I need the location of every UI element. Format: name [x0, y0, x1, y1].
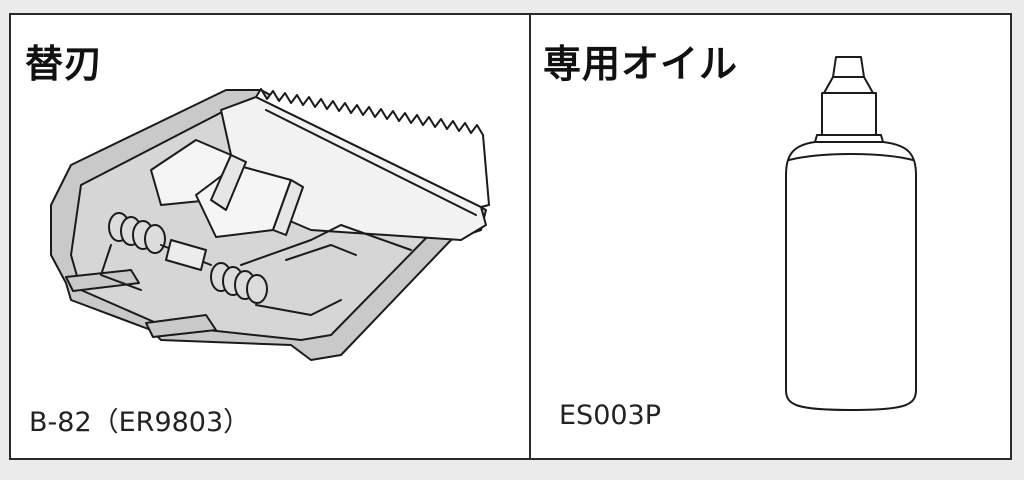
- dedicated-oil-panel: 専用オイル ES003P: [531, 15, 1012, 458]
- replacement-blade-title: 替刃: [25, 42, 104, 86]
- product-parts-frame: 替刃: [9, 13, 1012, 460]
- replacement-blade-model: B-82（ER9803）: [29, 407, 251, 438]
- dedicated-oil-model: ES003P: [559, 400, 662, 431]
- oil-bottle-icon: [785, 56, 917, 411]
- panel-divider: [529, 15, 531, 458]
- dedicated-oil-title: 専用オイル: [543, 42, 739, 86]
- replacement-blade-panel: 替刃: [11, 15, 529, 458]
- clipper-blade-icon: [50, 88, 490, 361]
